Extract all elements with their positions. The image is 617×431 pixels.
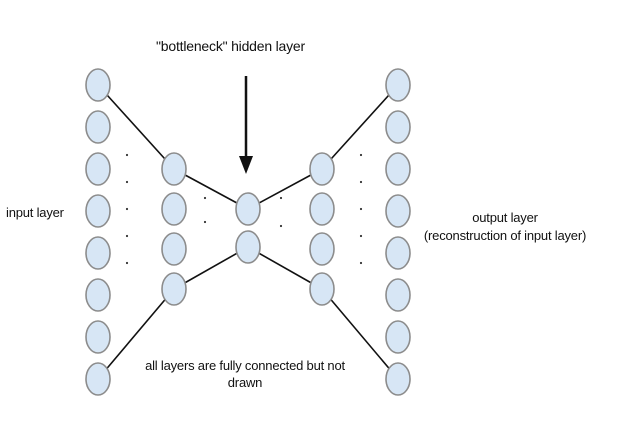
neuron-layers: [85, 68, 411, 396]
neuron-node: [85, 110, 111, 144]
neuron-node: [85, 68, 111, 102]
output-layer-label: output layer (reconstruction of input la…: [410, 209, 600, 245]
ellipsis-dot: [279, 224, 283, 228]
neuron-node: [385, 152, 411, 186]
ellipsis-dot: [359, 234, 363, 238]
neuron-node: [85, 362, 111, 396]
neuron-node: [385, 362, 411, 396]
connection-line: [321, 288, 399, 380]
ellipsis-dot: [125, 207, 129, 211]
neuron-node: [161, 232, 187, 266]
bottleneck-label: "bottleneck" hidden layer: [156, 38, 305, 54]
neuron-node: [85, 320, 111, 354]
ellipsis-dot: [359, 180, 363, 184]
ellipsis-dot: [359, 153, 363, 157]
connection-line: [321, 84, 399, 170]
layer-bottleneck: [235, 192, 261, 264]
ellipsis-dot: [203, 220, 207, 224]
fully-connected-note: all layers are fully connected but not d…: [145, 358, 345, 390]
layer-input: [85, 68, 111, 396]
neuron-node: [235, 230, 261, 264]
ellipsis-dot: [359, 261, 363, 265]
ellipsis-dot: [125, 234, 129, 238]
ellipsis-dots: [125, 153, 363, 265]
ellipsis-dot: [125, 180, 129, 184]
neuron-node: [385, 320, 411, 354]
neuron-node: [161, 192, 187, 226]
ellipsis-dot: [359, 207, 363, 211]
connection-line: [97, 288, 175, 380]
connection-line: [173, 168, 249, 210]
neuron-node: [85, 278, 111, 312]
connection-line: [247, 246, 323, 290]
ellipsis-dot: [279, 196, 283, 200]
layer-output: [385, 68, 411, 396]
neuron-node: [235, 192, 261, 226]
ellipsis-dot: [125, 261, 129, 265]
neuron-node: [309, 152, 335, 186]
ellipsis-dot: [125, 153, 129, 157]
neuron-node: [385, 110, 411, 144]
connection-line: [173, 246, 249, 290]
neuron-node: [385, 68, 411, 102]
input-layer-label: input layer: [6, 205, 64, 220]
output-layer-title: output layer: [472, 210, 538, 225]
ellipsis-dot: [203, 196, 207, 200]
connection-lines: [97, 84, 399, 380]
output-layer-subtitle: (reconstruction of input layer): [423, 228, 587, 243]
bottleneck-arrow: [239, 76, 253, 174]
neuron-node: [385, 236, 411, 270]
neuron-node: [309, 232, 335, 266]
neuron-node: [309, 272, 335, 306]
neuron-node: [385, 194, 411, 228]
connection-line: [247, 168, 323, 210]
connection-line: [97, 84, 175, 170]
layer-hidden-1: [161, 152, 187, 306]
neuron-node: [161, 272, 187, 306]
neuron-node: [161, 152, 187, 186]
neuron-node: [85, 152, 111, 186]
neuron-node: [85, 236, 111, 270]
neuron-node: [309, 192, 335, 226]
layer-hidden-2: [309, 152, 335, 306]
arrow-head: [239, 156, 253, 174]
neuron-node: [385, 278, 411, 312]
neuron-node: [85, 194, 111, 228]
